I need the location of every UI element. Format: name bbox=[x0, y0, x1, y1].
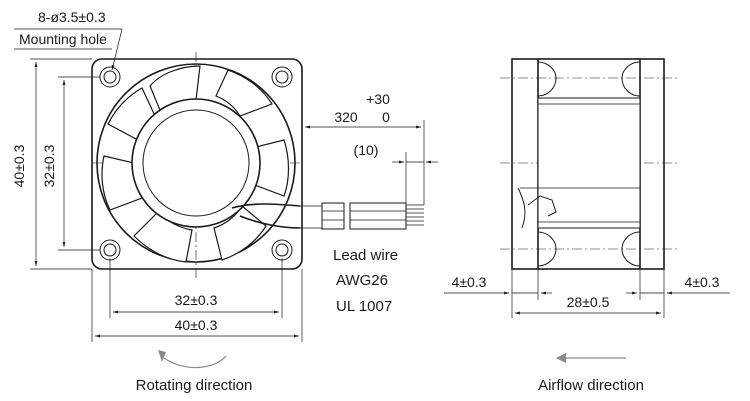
airflow-label: Airflow direction bbox=[538, 377, 644, 394]
dim-side-left-text: 4±0.3 bbox=[452, 274, 487, 290]
rotation-arrow bbox=[163, 355, 227, 369]
front-view: 8-ø3.5±0.3 Mounting hole 40±0.3 32±0.3 3… bbox=[11, 9, 303, 394]
lead-wire: 320 +30 0 (10) Lead wire AWG26 UL 1007 bbox=[231, 91, 438, 315]
dim-height-outer-text: 40±0.3 bbox=[11, 144, 27, 187]
lead-wire-gauge: AWG26 bbox=[336, 272, 388, 289]
wire-bundle bbox=[349, 202, 407, 230]
wire-exit-upper bbox=[231, 203, 301, 209]
side-body bbox=[511, 58, 665, 270]
wire-tol-plus-text: +30 bbox=[366, 91, 390, 107]
dim-width-outer-text: 40±0.3 bbox=[175, 317, 218, 333]
side-wire-bend bbox=[527, 195, 557, 217]
wire-exit-lower bbox=[239, 215, 301, 229]
hole-leader bbox=[111, 28, 123, 71]
wire-length-text: 320 bbox=[334, 109, 358, 125]
wire-tol-minus-text: 0 bbox=[382, 109, 390, 125]
mounting-holes bbox=[99, 66, 293, 261]
dim-width-pitch-text: 32±0.3 bbox=[175, 292, 218, 308]
side-view: 4±0.3 4±0.3 28±0.5 Airflow direction bbox=[444, 58, 730, 394]
side-hole-top bbox=[537, 61, 641, 97]
fan-hub bbox=[131, 98, 261, 228]
fan-hub-inner bbox=[142, 109, 250, 217]
rotation-arrow-head bbox=[158, 350, 166, 362]
hole-label-text: Mounting hole bbox=[19, 31, 107, 47]
fan-housing-circle bbox=[96, 63, 296, 263]
dim-side-total-text: 28±0.5 bbox=[567, 294, 610, 310]
strip-length-text: (10) bbox=[354, 142, 379, 158]
hole-spec-text: 8-ø3.5±0.3 bbox=[38, 9, 106, 25]
lead-wire-standard: UL 1007 bbox=[336, 298, 392, 315]
dim-height-pitch-text: 32±0.3 bbox=[41, 144, 57, 187]
side-hole-bottom bbox=[537, 231, 641, 267]
lead-wire-title: Lead wire bbox=[333, 247, 398, 264]
airflow-arrow-head bbox=[556, 353, 566, 363]
dim-side-right-text: 4±0.3 bbox=[685, 274, 720, 290]
rotation-label: Rotating direction bbox=[136, 377, 253, 394]
stripped-wire-ends bbox=[406, 204, 424, 226]
side-opening bbox=[537, 97, 641, 229]
side-wire-exit bbox=[517, 187, 526, 229]
wire-connector bbox=[321, 202, 345, 230]
